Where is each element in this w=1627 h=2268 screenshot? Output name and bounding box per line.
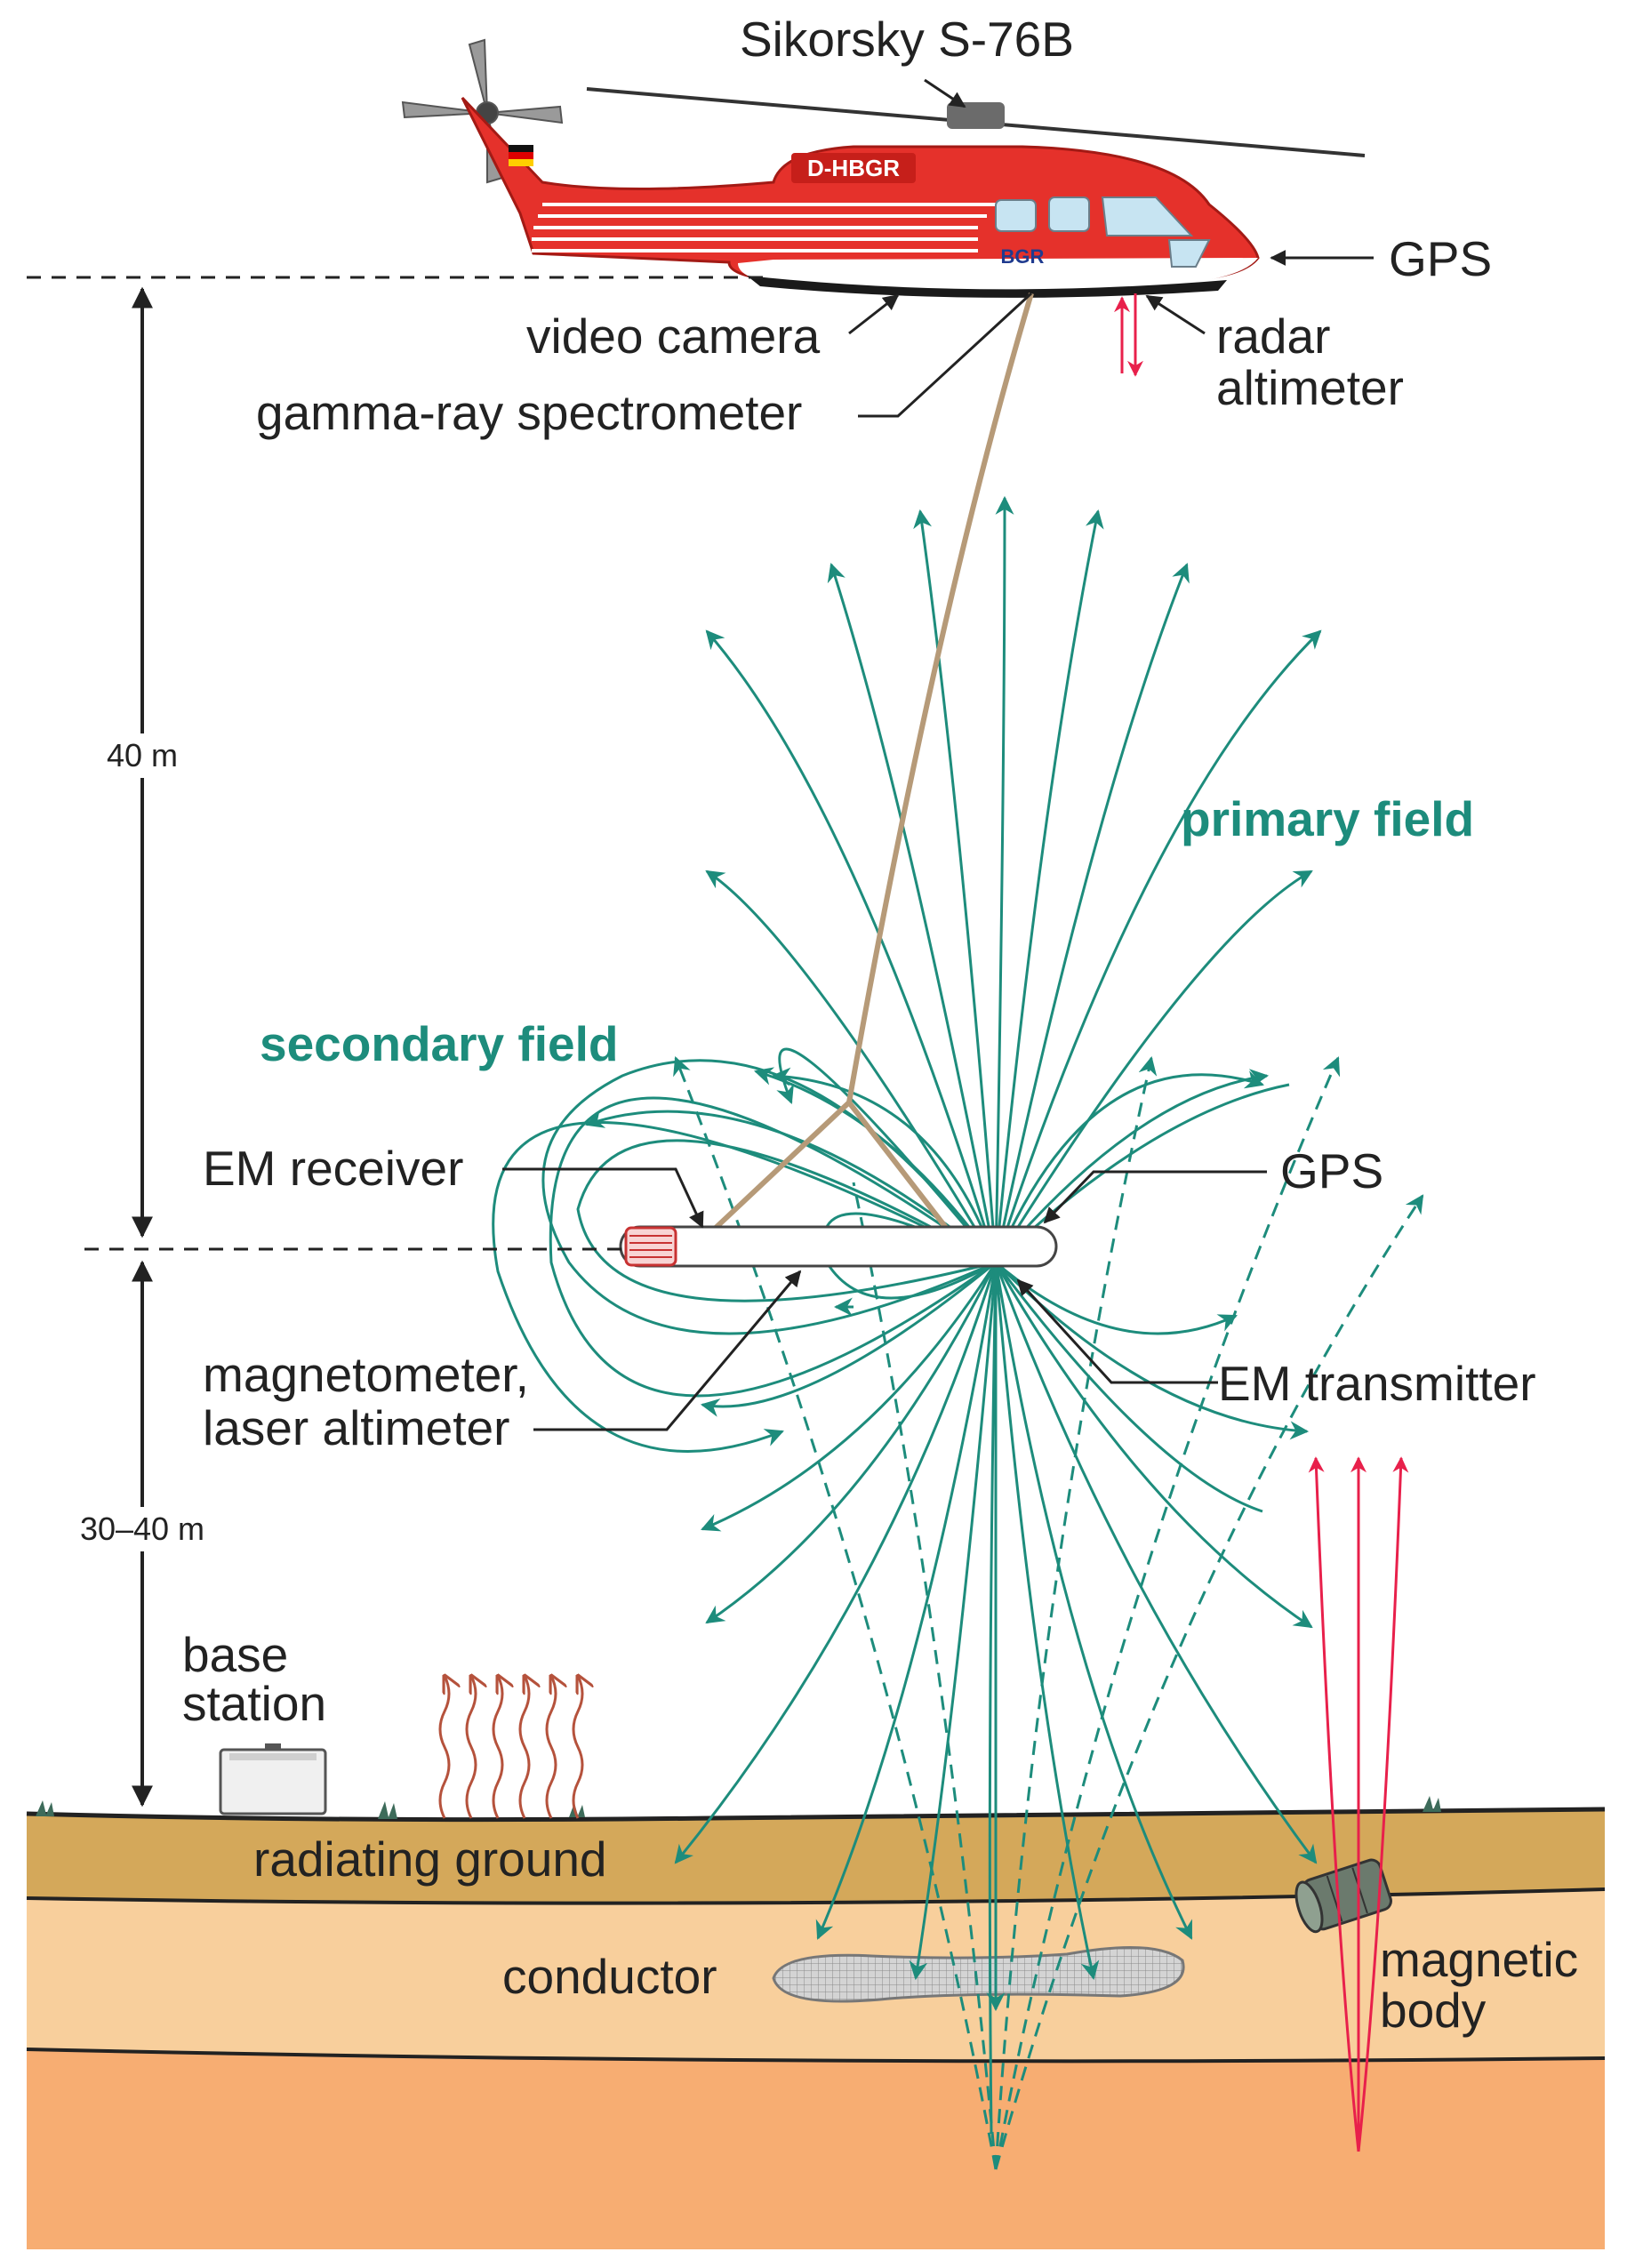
video-camera-label: video camera bbox=[526, 309, 821, 364]
magnetic-body-label-line1: magnetic bbox=[1380, 1932, 1578, 1987]
fuselage bbox=[461, 96, 1260, 282]
registration-label: D-HBGR bbox=[807, 155, 900, 181]
dashed-field-lines bbox=[673, 1055, 1424, 2170]
em-bird bbox=[619, 1225, 1058, 1268]
flag-icon bbox=[509, 145, 533, 166]
height-lower-label: 30–40 m bbox=[80, 1511, 204, 1547]
radiating-ground-label: radiating ground bbox=[253, 1831, 607, 1887]
radiating-ground-layer bbox=[27, 1809, 1605, 1903]
primary-field-lines bbox=[674, 495, 1322, 2135]
tail-rotor bbox=[401, 38, 564, 184]
tow-cable bbox=[700, 293, 1034, 1243]
base-station-label-line2: station bbox=[182, 1676, 326, 1731]
radar-altimeter-label-line1: radar bbox=[1216, 309, 1330, 364]
secondary-field-label: secondary field bbox=[260, 1016, 618, 1071]
gps-bird-label: GPS bbox=[1280, 1143, 1383, 1198]
gamma-radiation-arrows bbox=[438, 1676, 582, 1819]
magnetic-body bbox=[1294, 1858, 1392, 1934]
secondary-field-lines bbox=[492, 1047, 1265, 1453]
magnetic-body-label-line2: body bbox=[1380, 1983, 1487, 2038]
gamma-ray-label: gamma-ray spectrometer bbox=[256, 385, 802, 440]
radar-altimeter-arrows bbox=[1114, 293, 1143, 377]
height-dimensions bbox=[27, 276, 765, 1807]
ground-layers bbox=[26, 1796, 1606, 2249]
base-station-label-line1: base bbox=[182, 1627, 288, 1682]
em-transmitter-label: EM transmitter bbox=[1218, 1356, 1536, 1411]
conductor-label: conductor bbox=[502, 1949, 717, 2004]
helicopter-label: Sikorsky S-76B bbox=[740, 12, 1074, 67]
magnetometer-label-line1: magnetometer, bbox=[203, 1347, 529, 1402]
em-receiver-label: EM receiver bbox=[203, 1141, 463, 1196]
magnetometer-label-line2: laser altimeter bbox=[203, 1400, 509, 1455]
bgr-logo: BGR bbox=[1001, 245, 1045, 268]
helicopter: D-HBGR BGR bbox=[401, 38, 1366, 298]
leader-lines bbox=[502, 78, 1374, 1431]
magnetic-field-lines bbox=[1308, 1456, 1409, 2152]
radar-altimeter-label-line2: altimeter bbox=[1216, 360, 1404, 415]
primary-field-label: primary field bbox=[1181, 791, 1474, 846]
em-receiver-coil bbox=[624, 1226, 677, 1267]
deep-ground-layer bbox=[27, 2045, 1605, 2249]
base-station bbox=[219, 1743, 327, 1815]
labels: Sikorsky S-76B GPS video camera radar al… bbox=[80, 12, 1578, 2038]
height-upper-label: 40 m bbox=[107, 737, 178, 773]
gps-top-label: GPS bbox=[1389, 231, 1492, 286]
